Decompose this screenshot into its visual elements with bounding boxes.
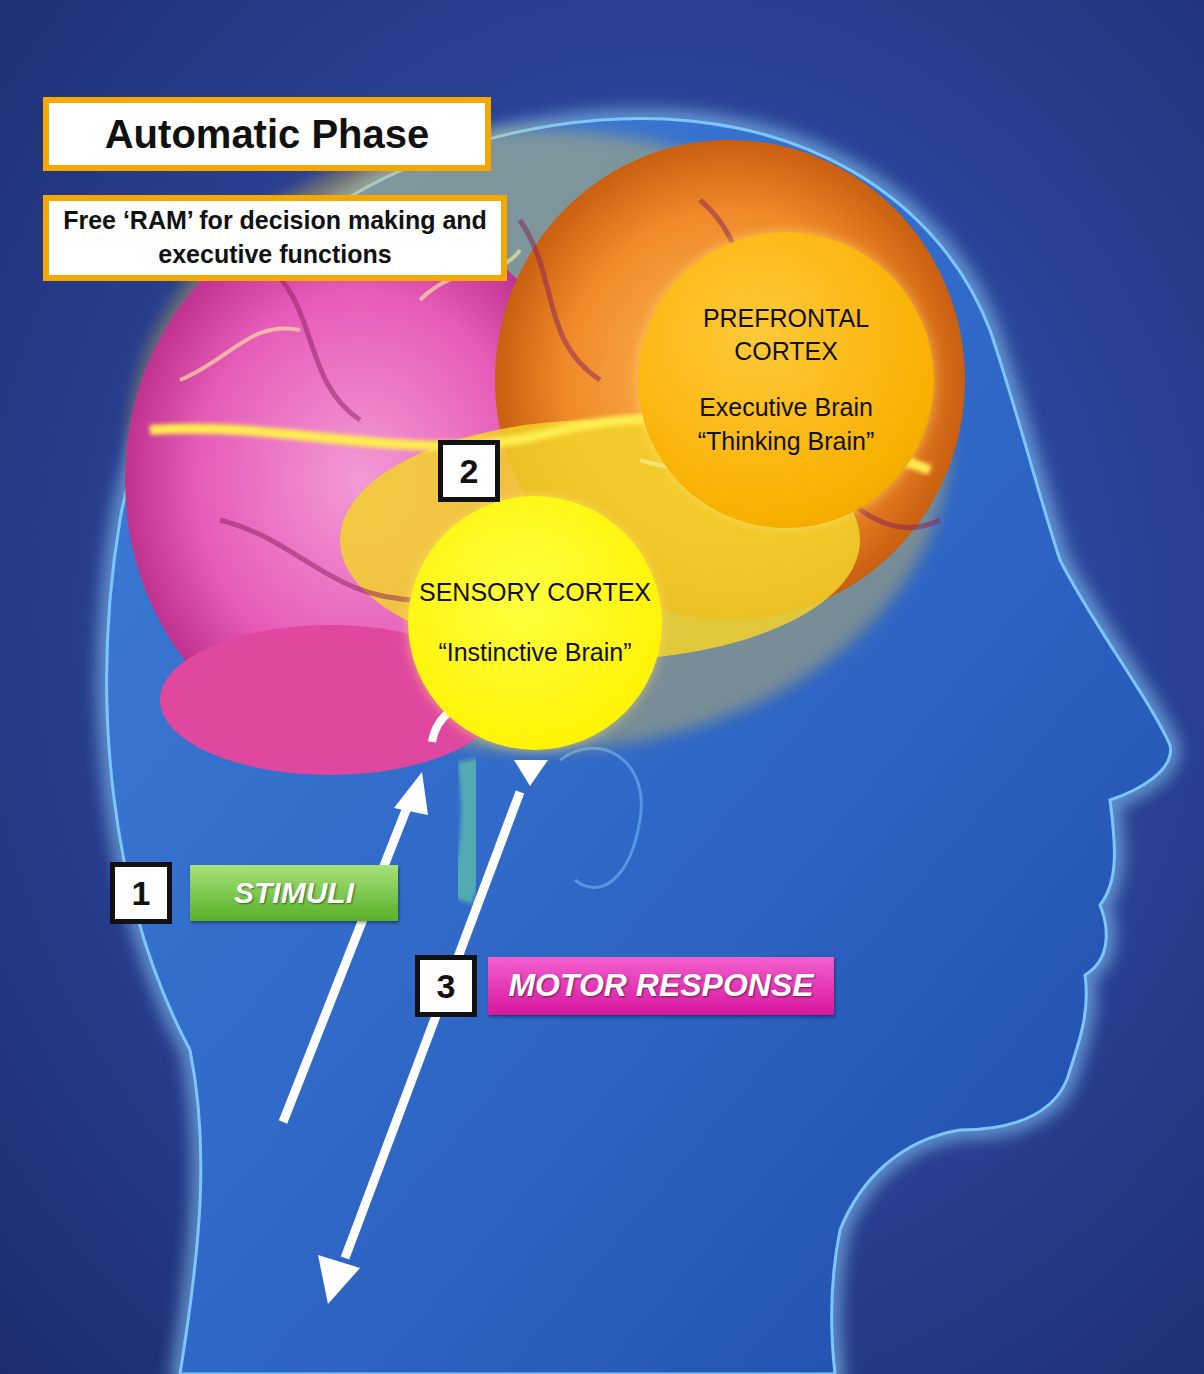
node-heading: PREFRONTAL CORTEX <box>671 302 901 370</box>
node-body: Executive Brain “Thinking Brain” <box>671 391 901 459</box>
cortex-circle: SENSORY CORTEX “Instinctive Brain” <box>408 496 662 750</box>
label-tag: MOTOR RESPONSE <box>488 957 834 1015</box>
title-box: Automatic Phase <box>43 97 491 171</box>
title-text: Automatic Phase <box>105 112 430 157</box>
node-heading: STIMULI <box>234 873 354 914</box>
label-tag: STIMULI <box>190 865 398 921</box>
cortex-circle: PREFRONTAL CORTEX Executive Brain “Thinki… <box>638 232 934 528</box>
callout-box: 2 <box>438 440 500 502</box>
node-heading: SENSORY CORTEX <box>419 576 651 610</box>
node-heading: MOTOR RESPONSE <box>508 964 813 1007</box>
callout-box: 3 <box>415 955 477 1017</box>
note-box: Free ‘RAM’ for decision making and execu… <box>43 195 507 281</box>
callout-box: 1 <box>110 862 172 924</box>
callout-number: 2 <box>460 452 479 491</box>
node-heading: Free ‘RAM’ for decision making and execu… <box>61 204 489 272</box>
callout-number: 3 <box>437 967 456 1006</box>
node-body: “Instinctive Brain” <box>438 636 631 670</box>
callout-number: 1 <box>132 874 151 913</box>
